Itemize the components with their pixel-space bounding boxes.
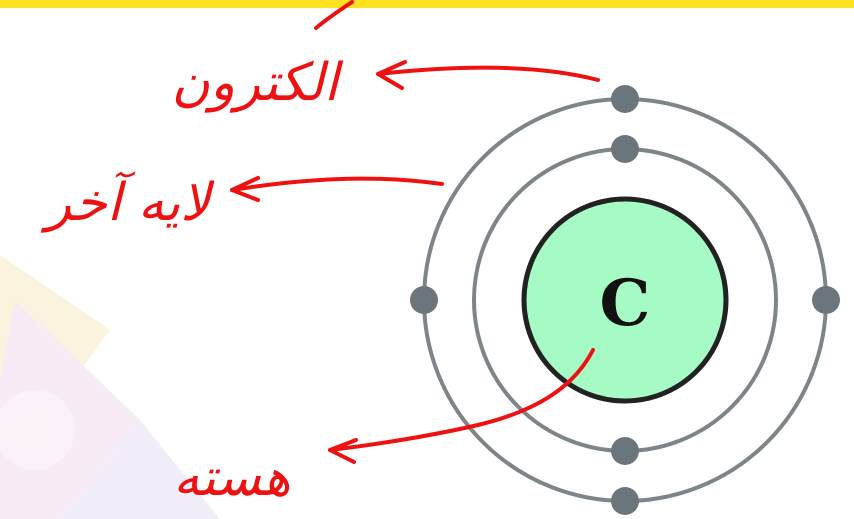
electron-inner-bottom — [611, 437, 639, 465]
last-shell-label: لایه آخر — [40, 171, 215, 233]
top-bar — [0, 0, 854, 8]
arrow-to-last-shell — [230, 176, 444, 202]
arrow-to-electron — [376, 60, 600, 90]
electron-outer-right — [812, 286, 840, 314]
small-stroke-top — [314, 0, 354, 30]
nucleus-symbol: C — [600, 266, 651, 341]
electron-outer-bottom — [611, 487, 639, 515]
arrow-to-nucleus — [328, 348, 595, 464]
electron-outer-left — [410, 286, 438, 314]
electron-inner-top — [611, 135, 639, 163]
nucleus-text-label: هسته — [173, 448, 290, 508]
electrons — [410, 85, 840, 515]
nucleus — [521, 196, 729, 404]
annotation-arrows — [230, 0, 600, 464]
watermark-logo — [0, 255, 220, 519]
electron-outer-top — [611, 85, 639, 113]
electron-label: الکترون — [172, 53, 344, 113]
